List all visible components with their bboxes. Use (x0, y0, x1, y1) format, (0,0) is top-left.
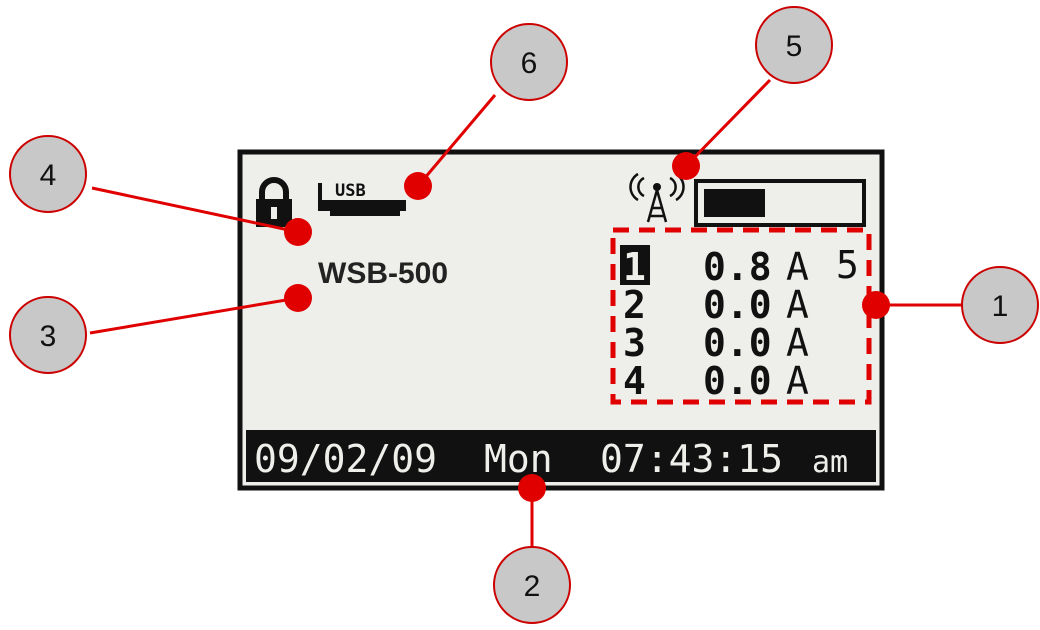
callout-2: 2 (493, 546, 571, 624)
callout-label: 6 (521, 47, 538, 80)
channel-unit: A (786, 283, 809, 327)
callout-label: 2 (524, 570, 541, 603)
usb-icon: USB (318, 181, 406, 216)
callout-label: 5 (786, 30, 803, 63)
channel-row: 3 0.0 A (623, 321, 809, 365)
channel-number: 4 (623, 359, 646, 403)
signal-strength-bar (694, 179, 866, 227)
status-day: Mon (484, 437, 553, 481)
callout-3: 3 (9, 296, 87, 374)
channel-current: 0.0 (703, 321, 772, 365)
callout-1: 1 (961, 266, 1039, 344)
channel-unit: A (786, 321, 809, 365)
callout-label: 4 (40, 159, 57, 192)
channel-unit: A (786, 245, 809, 289)
channel-count: 5 (836, 243, 859, 287)
leader-lines (89, 78, 963, 548)
channel-current: 0.8 (703, 245, 772, 289)
status-date: 09/02/09 (254, 437, 437, 481)
channel-number: 2 (623, 283, 646, 327)
channel-number: 3 (623, 321, 646, 365)
channel-row: 2 0.0 A (623, 283, 809, 327)
lock-icon (256, 177, 292, 227)
status-bar (246, 430, 876, 482)
signal-strength-fill (704, 189, 765, 217)
usb-label: USB (335, 181, 366, 201)
model-name: WSB-500 (318, 257, 448, 290)
callout-label: 1 (992, 290, 1009, 323)
status-time: 07:43:15 (600, 437, 783, 481)
channel-unit: A (786, 359, 809, 403)
anchor-dots (284, 152, 890, 502)
antenna-icon (629, 172, 685, 223)
status-ampm: am (812, 445, 848, 480)
channel-number: 1 (623, 245, 646, 289)
callout-4: 4 (9, 135, 87, 213)
callout-5: 5 (755, 6, 833, 84)
channel-row: 1 0.8 A 5 (623, 243, 859, 289)
callout-6: 6 (490, 23, 568, 101)
channel-1-highlight (620, 245, 650, 285)
callout-label: 3 (40, 320, 57, 353)
channel-current: 0.0 (703, 283, 772, 327)
channel-row: 4 0.0 A (623, 359, 809, 403)
channel-current: 0.0 (703, 359, 772, 403)
